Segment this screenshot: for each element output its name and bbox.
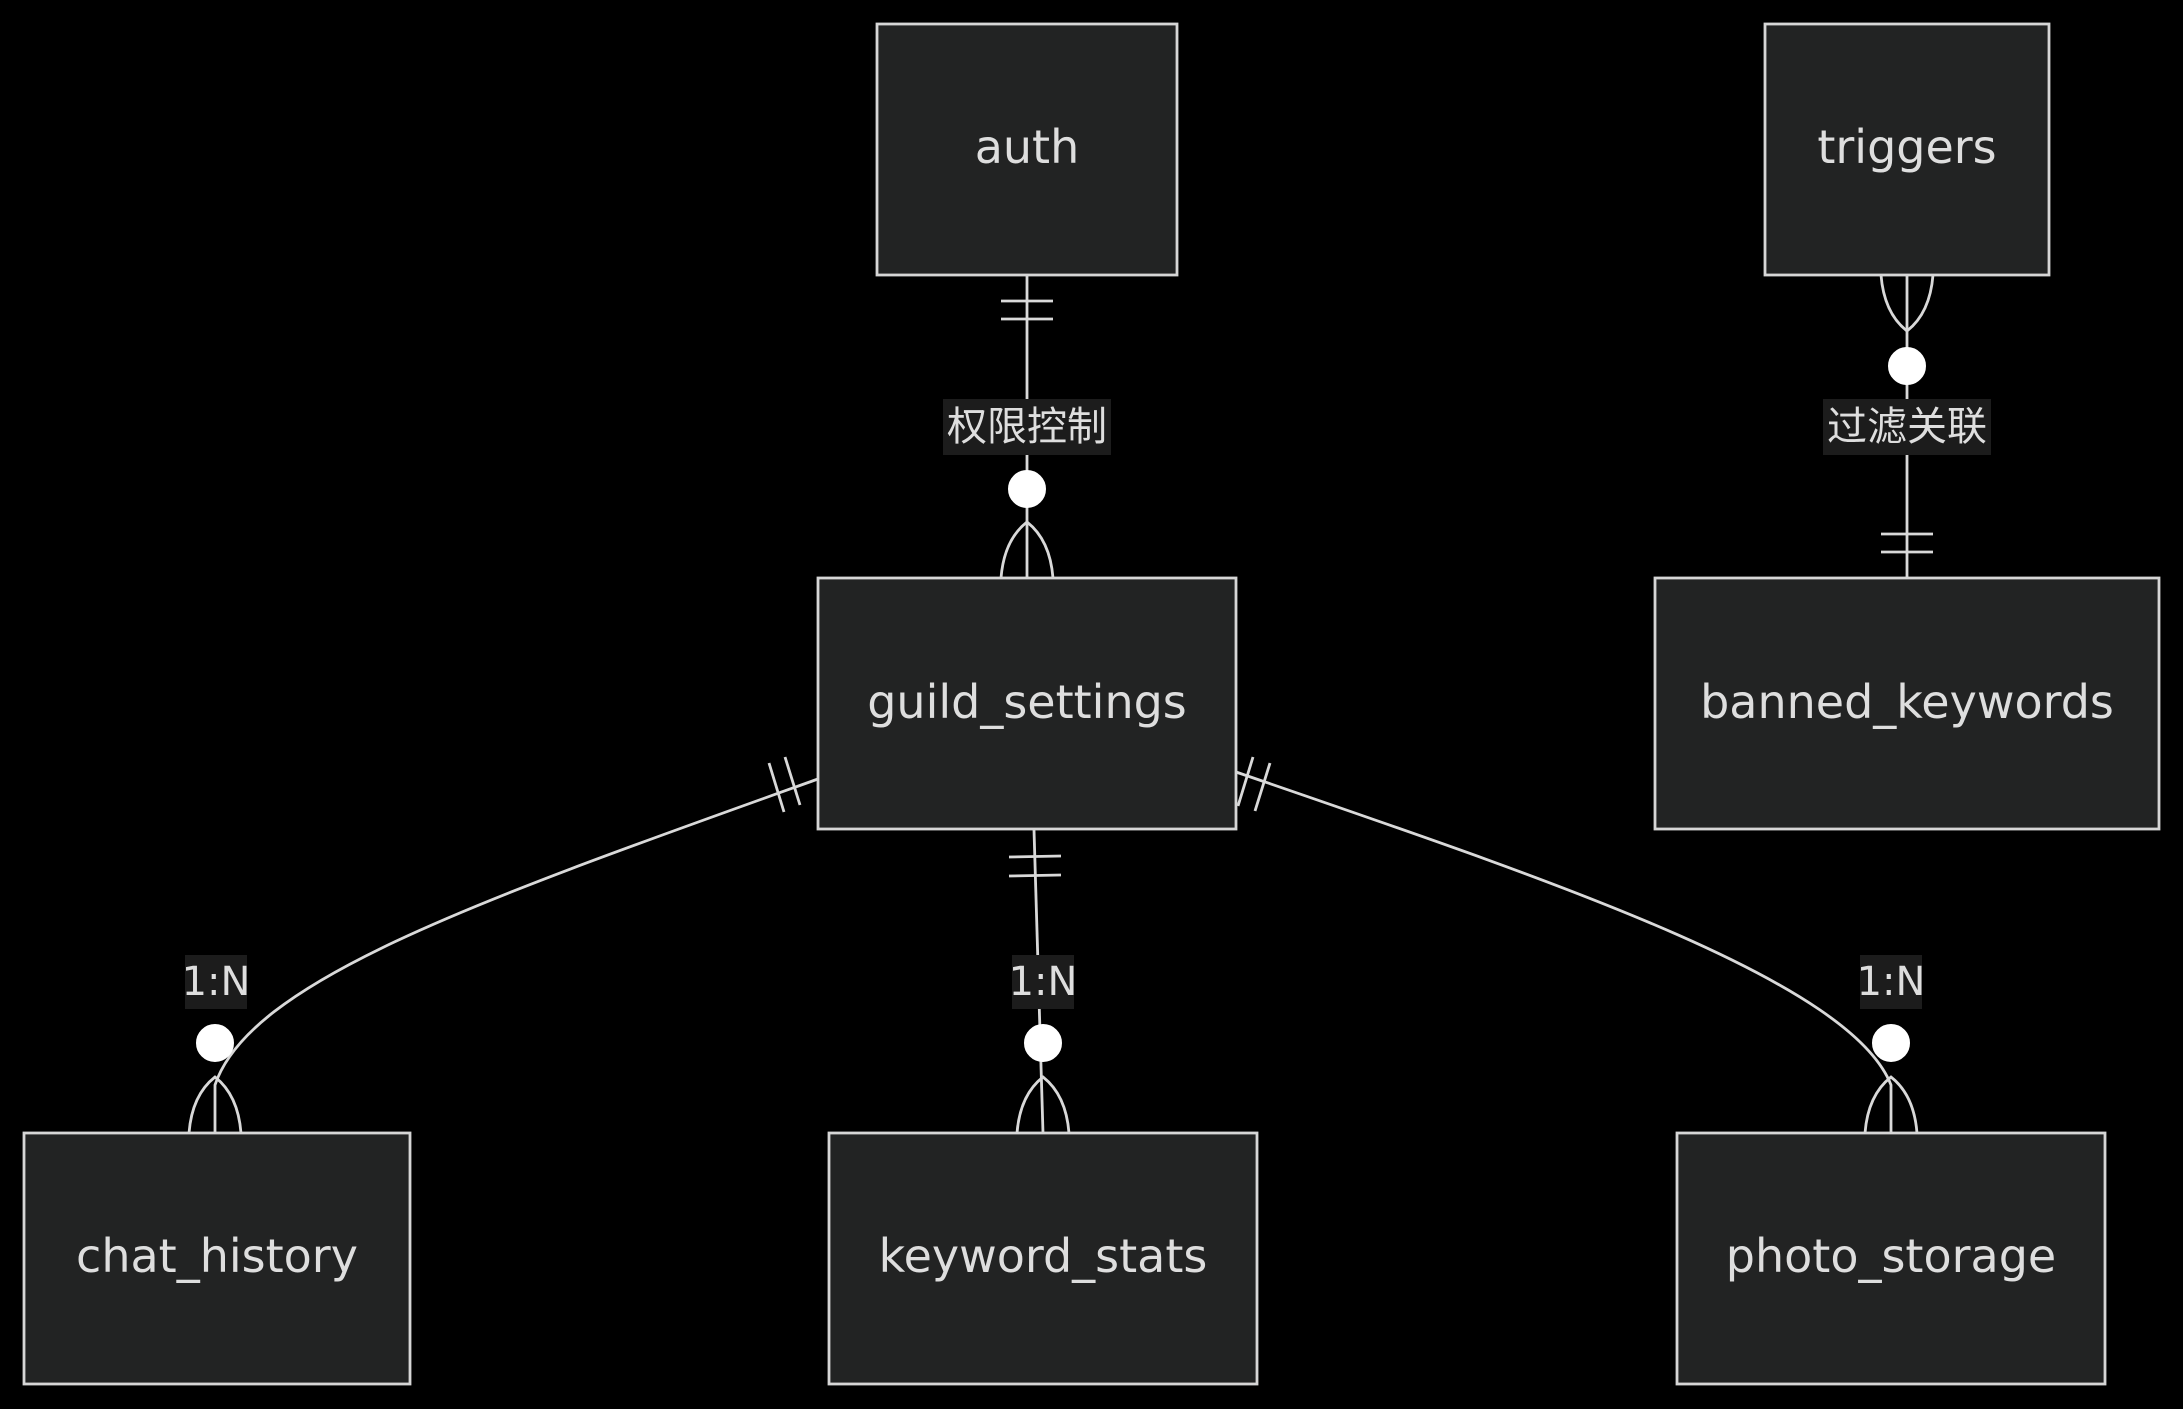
zero-or-more-marker-keyword-stats <box>1015 1024 1071 1134</box>
line-guild-settings-chat-history <box>213 777 819 1133</box>
relationship-label-triggers-banned: 过滤关联 <box>1823 399 1991 455</box>
label-text-guild-photo: 1:N <box>1857 959 1926 1005</box>
entity-label-photo-storage: photo_storage <box>1726 1229 2056 1283</box>
label-text-guild-keyword: 1:N <box>1009 959 1078 1005</box>
exactly-one-marker-auth <box>1001 299 1053 321</box>
label-text-auth-guild: 权限控制 <box>947 404 1107 450</box>
exactly-one-marker-guild-right <box>1236 756 1272 812</box>
exactly-one-marker-guild-bottom <box>1008 854 1062 878</box>
entity-triggers: triggers <box>1763 22 2051 277</box>
exactly-one-marker-guild-left <box>767 756 802 813</box>
label-text-guild-chat: 1:N <box>182 959 251 1005</box>
relationship-lines <box>213 275 1909 1134</box>
zero-or-more-marker-triggers <box>1879 274 1935 385</box>
relationship-label-guild-photo: 1:N <box>1857 955 1926 1009</box>
entity-label-triggers: triggers <box>1817 120 1996 174</box>
entity-label-keyword-stats: keyword_stats <box>879 1229 1208 1283</box>
entity-guild-settings: guild_settings <box>816 576 1238 831</box>
relationship-label-guild-chat: 1:N <box>182 955 251 1009</box>
entity-banned-keywords: banned_keywords <box>1653 576 2161 831</box>
entity-keyword-stats: keyword_stats <box>827 1131 1259 1386</box>
relationship-label-guild-keyword: 1:N <box>1009 955 1078 1009</box>
zero-or-more-marker-guild-top <box>999 470 1055 579</box>
zero-or-more-marker-photo-storage <box>1863 1024 1919 1134</box>
cardinality-markers <box>187 274 1935 1134</box>
line-guild-settings-photo-storage <box>1235 770 1893 1133</box>
entity-label-guild-settings: guild_settings <box>867 675 1187 729</box>
entity-photo-storage: photo_storage <box>1675 1131 2107 1386</box>
entity-label-banned-keywords: banned_keywords <box>1700 675 2114 729</box>
entity-label-chat-history: chat_history <box>76 1229 358 1283</box>
entity-auth: auth <box>875 22 1179 277</box>
label-text-triggers-banned: 过滤关联 <box>1827 404 1987 450</box>
exactly-one-marker-banned-keywords <box>1881 532 1933 554</box>
entity-label-auth: auth <box>975 120 1080 174</box>
entity-chat-history: chat_history <box>22 1131 412 1386</box>
relationship-label-auth-guild: 权限控制 <box>943 399 1111 455</box>
zero-or-more-marker-chat-history <box>187 1024 243 1134</box>
relationship-labels: 权限控制 过滤关联 1:N 1:N 1:N <box>182 399 1991 1009</box>
